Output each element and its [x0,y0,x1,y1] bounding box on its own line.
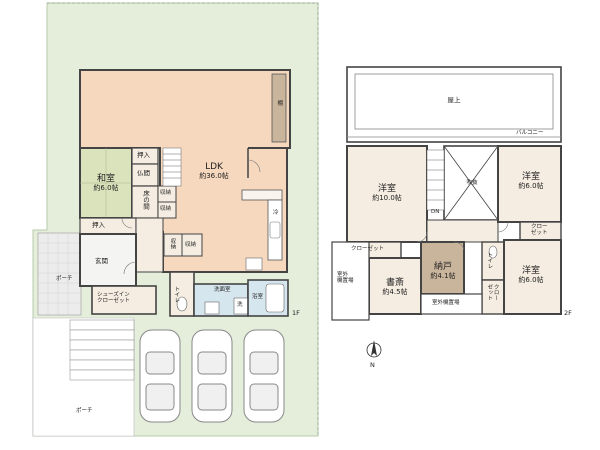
oshiire-bottom [79,217,137,235]
hallway-2f [426,219,499,243]
youshitsu-se-area: 約6.0帖 [518,276,544,285]
senmen-label: 洗面室 [214,287,231,293]
bathtub [265,283,285,313]
shuno-label-2: 収納 [160,206,172,212]
washitsu-name: 和室 [96,174,116,184]
lot-boundary [47,2,319,436]
shuno-2 [157,201,177,219]
vanity-sink [204,301,220,315]
yokushitsu-label: 浴室 [252,294,264,300]
nando-label: 納戸 約4.1帖 [430,262,455,280]
youshitsu-main-label: 洋室 約10.0帖 [372,184,402,202]
shoes-closet-label: シューズイン クローゼット [97,292,131,305]
genkan-label: 玄関 [95,257,108,265]
nando-area: 約4.1帖 [430,272,456,281]
shosai-label: 書斎 約4.5帖 [382,278,407,296]
oshiire-bottom-label: 押入 [92,221,105,229]
youshitsu-ne [497,145,562,223]
shoes-closet [91,285,157,315]
stair-2f [426,149,445,211]
sen-label: 洗 [237,302,243,308]
compass [366,340,382,358]
porch-tile-area [37,232,82,316]
tana-label: 棚 [276,100,283,106]
ldk-area: 約36.0帖 [199,172,229,181]
porch-label: ポーチ [56,276,73,282]
balcony-label: バルコニー [516,130,544,136]
toilet-bowl-1f [176,296,188,312]
car-3 [243,329,285,423]
closet-main-label: クローゼット [351,246,385,252]
door-swings-2f [416,221,509,251]
shosai-area: 約4.5帖 [382,288,408,297]
nando-name: 納戸 [433,262,453,272]
youshitsu-ne-label: 洋室 約6.0帖 [518,172,543,190]
toilet-1f-label: トイレ [173,286,180,303]
genkan [79,233,137,287]
okujo-label: 屋上 [447,96,461,104]
oshiire-top-label: 押入 [137,151,150,159]
outdoor-unit-west [331,241,370,321]
fukinuke-label: 吹抜 [466,180,478,186]
stove [245,257,263,271]
sink [269,221,281,239]
youshitsu-main-name: 洋室 [377,184,396,194]
toilet-bowl-2f [488,245,498,259]
youshitsu-se-label: 洋室 約6.0帖 [518,266,543,284]
rei-label: 冷 [273,210,279,216]
dn-label: DN [431,209,440,215]
butsuma-label: 仏間 [137,169,150,177]
kitchen-counter [241,189,283,201]
closet-ne-label: クロー ゼット [531,224,548,237]
car-2 [191,329,233,423]
shosai-name: 書斎 [385,278,405,288]
car-1 [139,329,181,423]
tokonoma [131,185,159,219]
floor2-level: 2F [564,309,572,317]
nando [420,241,465,295]
hallway [135,217,164,273]
ldk-name: LDK [205,162,223,172]
washitsu-label: 和室 約6.0帖 [93,174,118,192]
shuno-label-4: 収納 [185,242,197,248]
shuno-label-1: 収納 [160,190,172,196]
washitsu-area: 約6.0帖 [93,184,119,193]
porch-bottom-label: ポーチ [76,408,93,414]
outdoor-unit-south-label: 室外機置場 [432,300,460,306]
floor1-level: 1F [292,309,300,317]
shuno-label-3: 収納 [169,238,176,249]
compass-label: N [370,361,375,369]
shuno-4 [181,233,203,257]
outdoor-unit-west-label: 室外 機置場 [337,272,354,285]
youshitsu-ne-name: 洋室 [521,172,541,182]
youshitsu-main-area: 約10.0帖 [372,194,402,203]
outdoor-unit-south [420,293,483,315]
toilet-2f-label: トイレ [486,252,493,269]
shelf-tana [271,73,287,143]
porch-steps [69,319,135,381]
youshitsu-se-name: 洋室 [521,266,541,276]
stair-1f [162,147,182,187]
closet-se-label: クロー ゼット [486,284,499,301]
youshitsu-ne-area: 約6.0帖 [518,182,544,191]
toko-label: 床の間 [141,190,150,210]
door-swings-1f [121,159,261,275]
ldk-label: LDK 約36.0帖 [199,162,229,180]
youshitsu-se [503,239,562,315]
okujo-rooftop [346,66,562,143]
